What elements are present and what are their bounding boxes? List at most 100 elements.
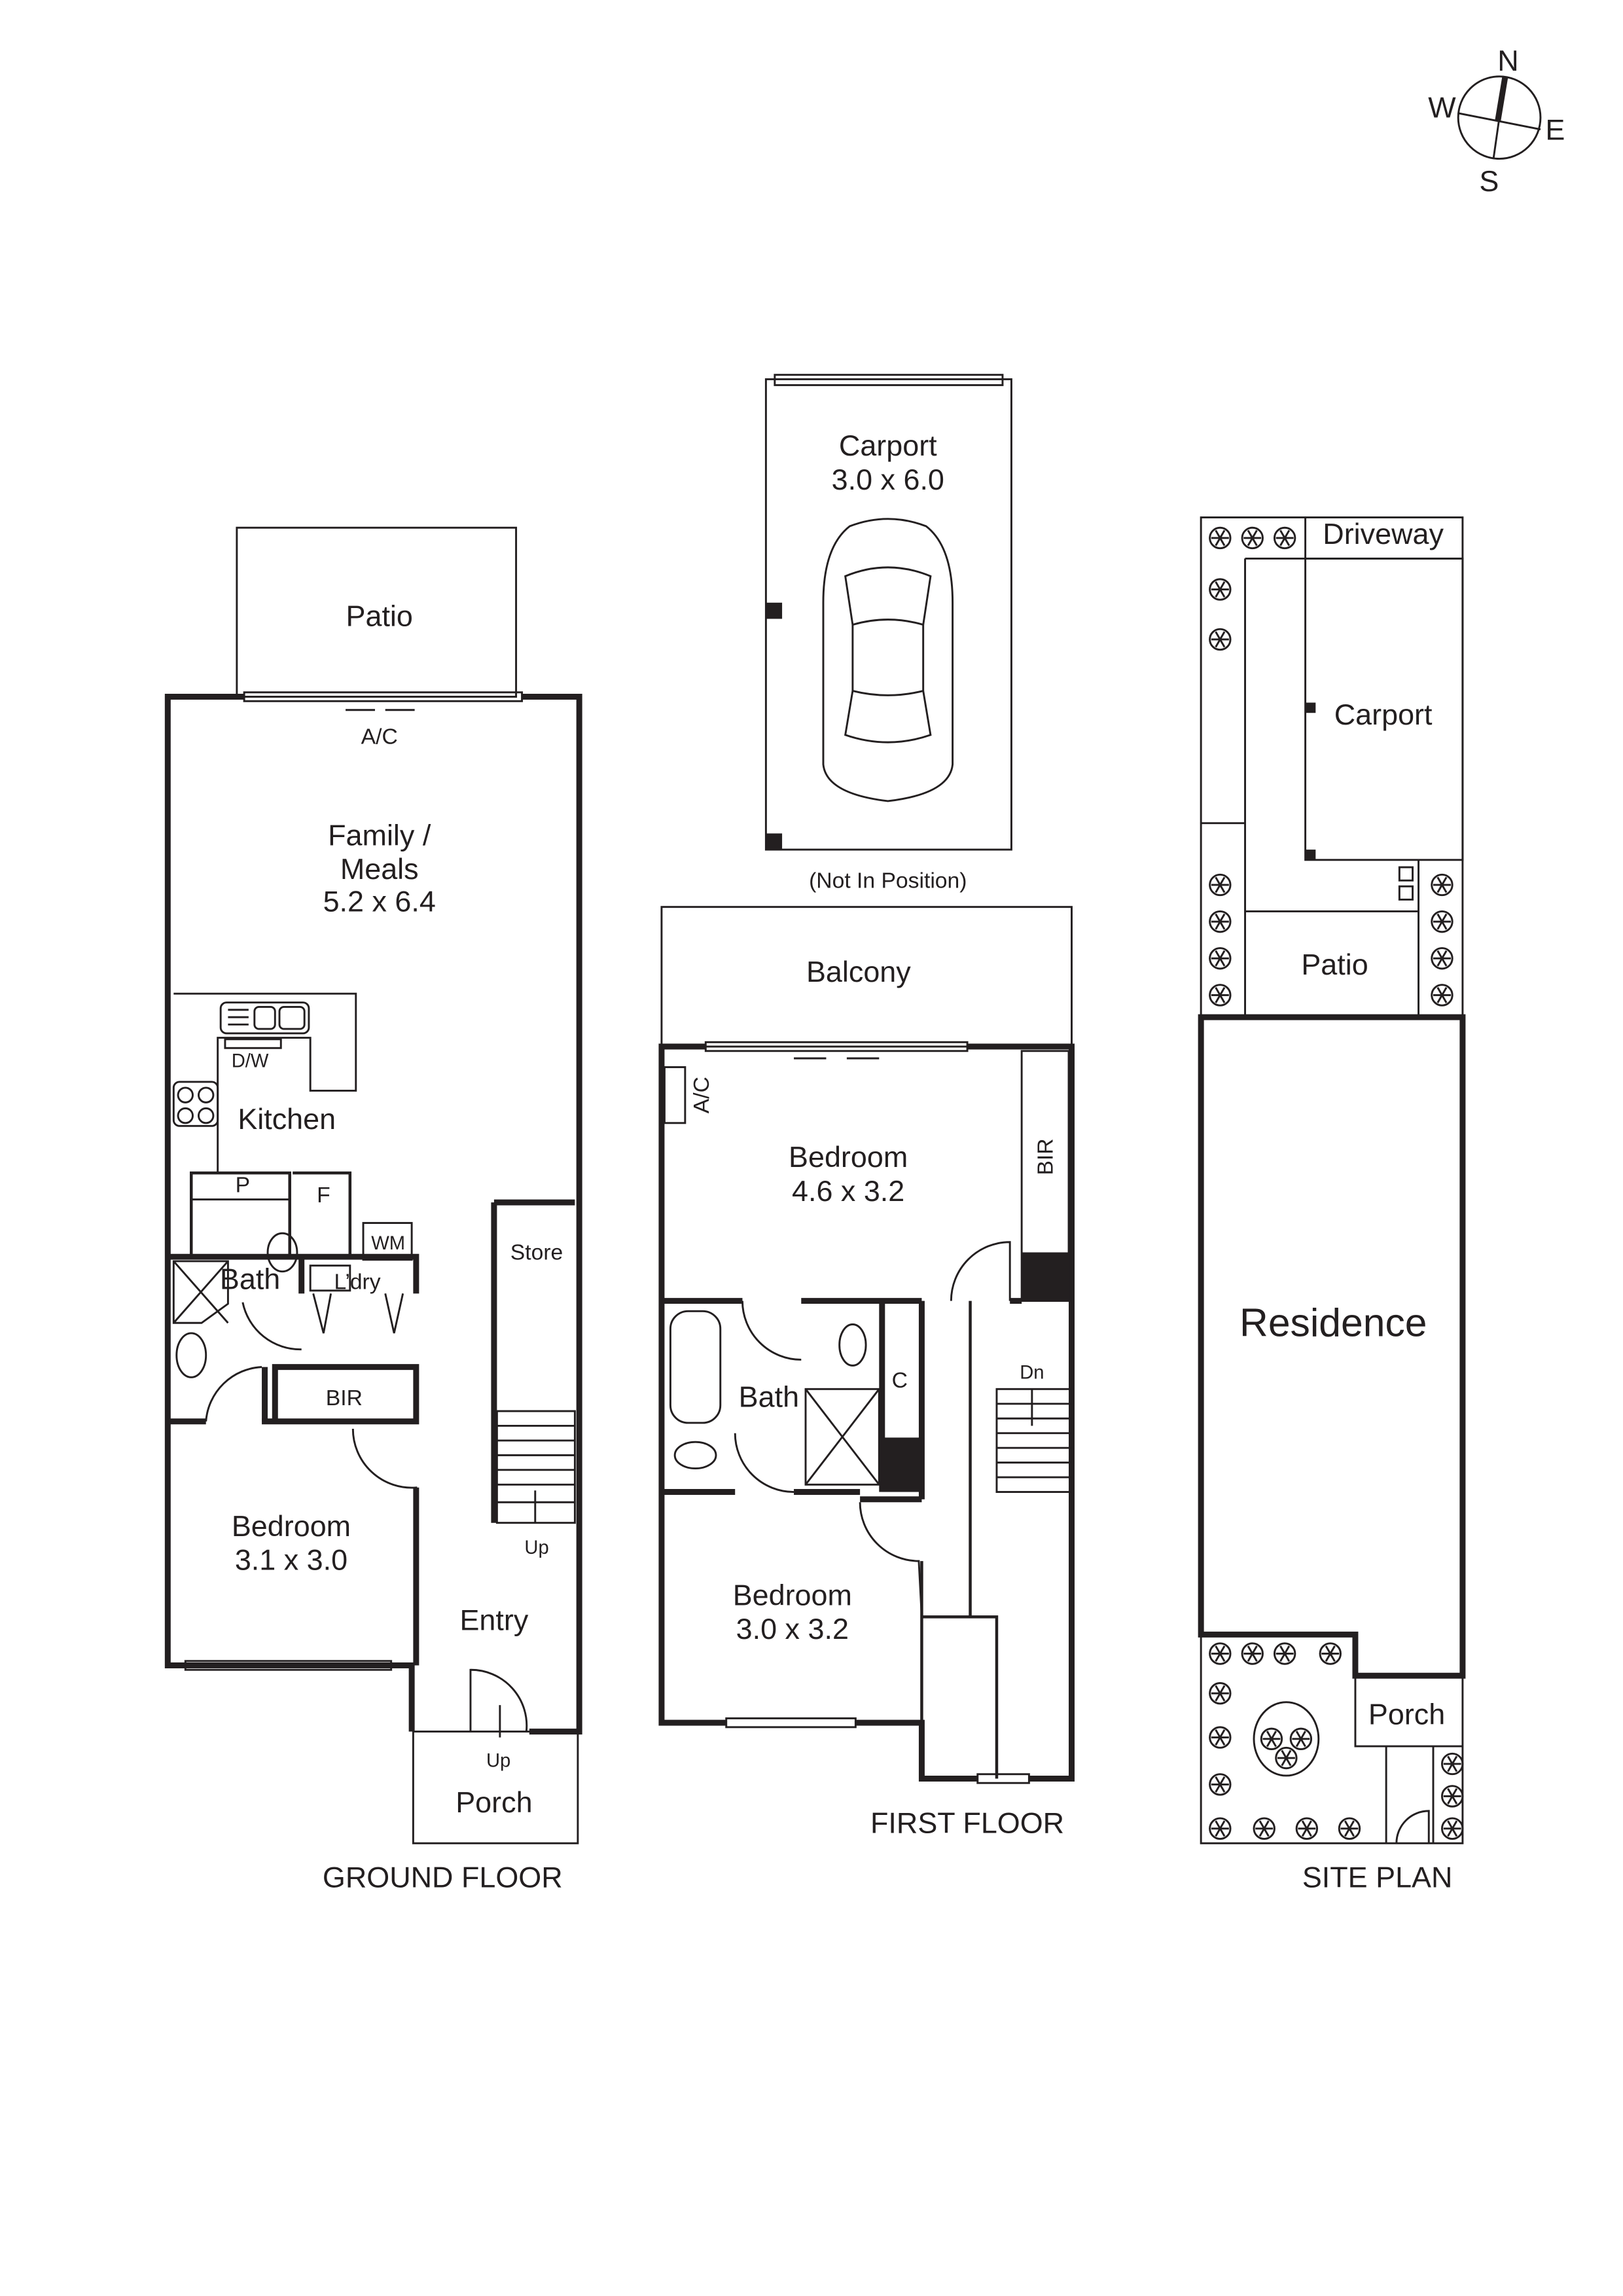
pantry-label: P <box>236 1173 250 1197</box>
patio-area <box>236 526 518 698</box>
shrub-icon <box>1260 1727 1283 1751</box>
compass-n: N <box>1497 44 1518 77</box>
bath-door <box>241 1302 302 1351</box>
shrub-icon <box>1273 1642 1296 1665</box>
bir-label-first: BIR <box>1033 1138 1058 1175</box>
bedroom1-label: Bedroom <box>789 1140 908 1174</box>
patio-label: Patio <box>346 600 413 633</box>
not-in-position-note: (Not In Position) <box>809 869 967 893</box>
cupboard-label: C <box>892 1369 908 1393</box>
kitchen-counter <box>173 992 357 1174</box>
shrub-icon <box>1431 984 1454 1007</box>
bedroom2-label: Bedroom <box>733 1578 852 1611</box>
shrub-icon <box>1241 526 1264 550</box>
trough-icon <box>309 1265 351 1292</box>
laundry-label: L’dry <box>334 1270 380 1295</box>
bedroom2-dimensions: 3.0 x 3.2 <box>736 1612 849 1645</box>
stairs-down-label: Dn <box>1020 1363 1044 1384</box>
basin-icon-first <box>838 1323 867 1367</box>
site-plan: Driveway Carport Patio Residence Porch S… <box>1198 516 1466 1894</box>
shrub-icon <box>1253 1817 1275 1840</box>
porch-area <box>412 1731 579 1844</box>
shrub-icon <box>1209 1773 1232 1796</box>
shrub-icon <box>1273 526 1296 550</box>
shrub-icon <box>1289 1727 1313 1751</box>
carport-dimensions: 3.0 x 6.0 <box>832 463 944 496</box>
window <box>184 1660 393 1671</box>
shrub-icon <box>1441 1785 1464 1808</box>
fridge-label: F <box>317 1183 330 1208</box>
shrub-icon <box>1209 1726 1232 1749</box>
entry-label: Entry <box>459 1604 528 1637</box>
shrub-icon <box>1431 947 1454 970</box>
shrub-icon <box>1431 910 1454 933</box>
dw-label: D/W <box>232 1050 269 1071</box>
carport-label: Carport <box>839 429 937 462</box>
basin-icon <box>175 1332 207 1378</box>
compass-s: S <box>1479 164 1499 198</box>
residence-footprint <box>1198 1014 1466 1679</box>
cooktop-icon <box>172 1081 219 1127</box>
bath-label-first: Bath <box>739 1380 799 1413</box>
sliding-door <box>243 691 524 702</box>
bathtub-icon <box>669 1310 722 1424</box>
shrub-icon <box>1441 1817 1464 1840</box>
shrub-icon <box>1431 873 1454 897</box>
shrub-icon <box>1209 526 1232 550</box>
shrub-icon <box>1209 578 1232 601</box>
site-carport-label: Carport <box>1334 698 1433 731</box>
carport-plan: Carport 3.0 x 6.0 (Not In Position) <box>764 374 1012 893</box>
bedroom1-dimensions: 4.6 x 3.2 <box>792 1174 904 1208</box>
store-label: Store <box>510 1241 563 1265</box>
shrub-icon <box>1209 628 1232 651</box>
first-floor-plan: Balcony A/C Bedroom 4.6 x 3.2 BIR Bath C <box>658 906 1075 1840</box>
car-icon <box>822 518 954 802</box>
shrub-icon <box>1295 1817 1319 1840</box>
driveway-label: Driveway <box>1323 517 1444 550</box>
shrub-icon <box>1338 1817 1361 1840</box>
porch-label: Porch <box>455 1785 532 1819</box>
shrub-icon <box>1209 1817 1232 1840</box>
kitchen-label: Kitchen <box>238 1102 336 1136</box>
shrub-icon <box>1209 1682 1232 1705</box>
ac-label: A/C <box>361 725 398 749</box>
stairs-icon <box>495 1410 576 1524</box>
shrub-icon <box>1441 1752 1464 1776</box>
sink-icon <box>219 1001 310 1035</box>
ground-floor-title: GROUND FLOOR <box>323 1861 563 1894</box>
shrub-icon <box>1209 984 1232 1007</box>
compass-w: W <box>1428 91 1456 124</box>
compass-e: E <box>1545 113 1565 146</box>
shrub-icon <box>1241 1642 1264 1665</box>
porch-up-label: Up <box>486 1750 510 1771</box>
ac-label-first: A/C <box>690 1077 714 1113</box>
shrub-icon <box>1275 1746 1298 1770</box>
ground-floor-plan: Patio A/C Family / Meals 5.2 x 6.4 D/W K… <box>164 526 582 1894</box>
shrub-icon <box>1209 873 1232 897</box>
shrub-icon <box>1209 947 1232 970</box>
bir-box <box>168 1364 419 1425</box>
residence-label: Residence <box>1240 1300 1427 1344</box>
site-plan-title: SITE PLAN <box>1302 1861 1453 1894</box>
first-floor-title: FIRST FLOOR <box>870 1806 1064 1840</box>
washing-machine-box <box>362 1222 413 1261</box>
site-porch-label: Porch <box>1368 1697 1445 1731</box>
toilet-icon <box>266 1232 298 1273</box>
shrub-icon <box>1209 1642 1232 1665</box>
bath-label: Bath <box>220 1263 280 1296</box>
family-label: Family / <box>328 818 431 852</box>
bir-label: BIR <box>326 1386 363 1410</box>
front-door <box>469 1668 528 1732</box>
site-patio-label: Patio <box>1301 948 1368 981</box>
bedroom-dimensions: 3.1 x 3.0 <box>235 1543 348 1577</box>
toilet-icon-first <box>673 1441 717 1470</box>
compass-icon: N E S W <box>1428 44 1565 198</box>
family-dimensions: 5.2 x 6.4 <box>323 884 436 918</box>
shower-icon <box>172 1260 229 1324</box>
stairs-up-label: Up <box>524 1537 548 1558</box>
stairs-icon-first <box>995 1388 1073 1493</box>
garden-bed <box>1253 1701 1320 1777</box>
meals-label: Meals <box>340 852 419 886</box>
shrub-icon <box>1209 910 1232 933</box>
